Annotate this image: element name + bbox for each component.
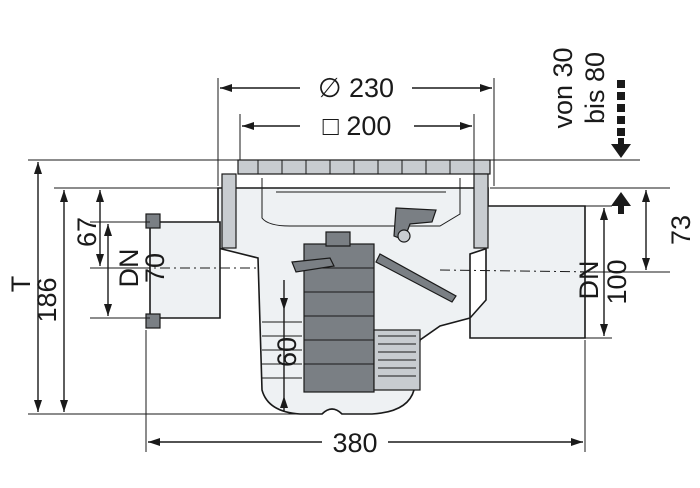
- extension-lines-left: [28, 159, 300, 415]
- inlet-dn-value: 70: [140, 253, 170, 283]
- dim-67: 67: [72, 190, 140, 269]
- total-height-label: T: [6, 276, 36, 293]
- height-67-label: 67: [72, 217, 102, 247]
- dim-diameter: ∅ 230: [217, 73, 495, 186]
- dim-inlet-dn: DN 70: [104, 224, 170, 316]
- inlet-flange-top: [145, 213, 161, 229]
- dim-square: □ 200: [239, 111, 475, 160]
- frame-right: [473, 173, 489, 249]
- adjust-dash-5: [617, 128, 625, 136]
- square-label: □ 200: [323, 111, 392, 141]
- adjust-range: von 30 bis 80: [548, 47, 631, 214]
- outlet-dn-value: 100: [602, 259, 632, 304]
- drain-body: [140, 159, 601, 415]
- lever-pivot: [397, 229, 411, 243]
- flap-right: [375, 253, 457, 303]
- dim-186: 186: [32, 190, 68, 412]
- adjust-dash-3: [617, 104, 625, 112]
- adjust-bis-label: bis 80: [580, 52, 610, 124]
- frame-left: [221, 173, 237, 249]
- dim-outlet-dn: DN 100: [574, 208, 632, 336]
- outlet-dn-label: DN: [574, 261, 604, 300]
- adjust-arrow-down: [611, 144, 631, 158]
- adjust-dash-2: [617, 92, 625, 100]
- height-186-label: 186: [32, 277, 62, 322]
- grate: [237, 159, 491, 175]
- dim-total-height: T: [6, 162, 42, 412]
- outlet-height-label: 73: [666, 215, 696, 245]
- inlet-flange-bottom: [145, 313, 161, 329]
- diameter-label: ∅ 230: [318, 73, 394, 103]
- water-seal-label: 60: [272, 337, 302, 367]
- dim-water-seal: 60: [272, 280, 302, 412]
- adjust-arrow-up: [611, 192, 631, 206]
- dim-width: 380: [145, 330, 586, 458]
- flap-left: [291, 257, 335, 273]
- extension-lines-right: [490, 159, 670, 339]
- adjust-von-label: von 30: [548, 47, 578, 128]
- adjust-dash-4: [617, 116, 625, 124]
- inlet-dn-label: DN: [114, 249, 144, 288]
- flap-hinge: [325, 231, 351, 247]
- width-label: 380: [332, 428, 377, 458]
- adjust-dash-1: [617, 80, 625, 88]
- dim-73: 73: [642, 190, 696, 270]
